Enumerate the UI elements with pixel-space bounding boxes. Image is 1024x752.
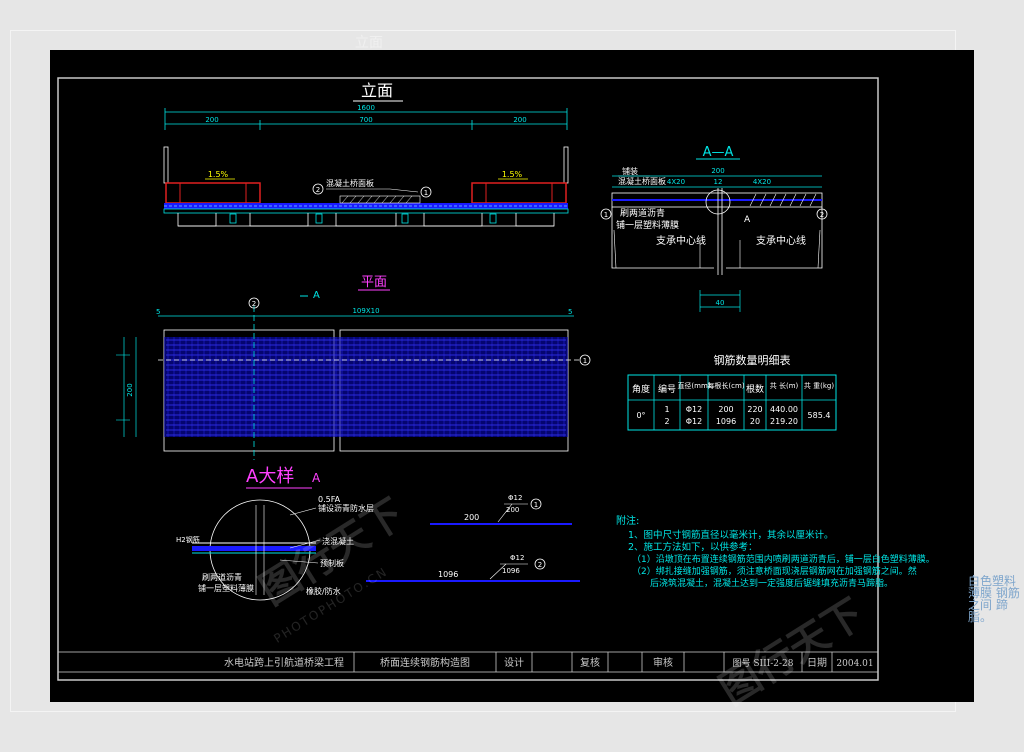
table-cell: 1096 <box>716 417 736 426</box>
th-angle: 角度 <box>632 383 650 395</box>
section-aa-title: A—A <box>703 145 734 160</box>
plan-height: 200 <box>126 383 134 396</box>
elevation-total-dim: 1600 <box>357 104 375 112</box>
elevation-view: 立面 1600 200 700 200 1.5% 1.5% <box>163 81 569 227</box>
section-aa-left: 4X20 <box>667 178 685 186</box>
th-total-length: 共 长(m) <box>770 381 799 390</box>
th-diameter: 直径(mm) <box>677 381 710 390</box>
note-line-1: 2、施工方法如下，以供参考： <box>628 541 758 553</box>
bar1-mark: 1 <box>534 501 538 509</box>
elevation-callout: 混凝土桥面板 <box>326 178 374 188</box>
th-total-weight: 共 重(kg) <box>804 381 834 390</box>
th-each-length: 每根长(cm) <box>707 381 744 390</box>
plan-left-end: 5 <box>156 308 160 316</box>
th-count: 根数 <box>746 383 764 395</box>
table-cell: 219.20 <box>770 417 798 426</box>
elevation-dim-left: 200 <box>205 116 218 124</box>
detail-label-5: 铺一层塑料薄膜 <box>198 583 254 593</box>
detail-a: A大样 A 0.5FA 铺设沥青防水层 浇混凝土 预制板 刷两道沥青 铺一层塑料… <box>176 466 580 601</box>
table-cell: 0° <box>636 411 645 420</box>
tb-date-label: 日期 <box>807 657 827 669</box>
plan-view: 平面 A 109X10 5 5 2 1 200 <box>116 275 591 460</box>
detail-label-1: 铺设沥青防水层 <box>318 503 374 513</box>
bar1-len: 200 <box>506 506 519 514</box>
table-cell: Φ12 <box>686 417 702 426</box>
elevation-dim-mid: 700 <box>359 116 372 124</box>
tb-design: 设计 <box>504 656 524 669</box>
detail-title: A大样 <box>246 466 294 487</box>
background-title: 立面 <box>355 35 383 51</box>
table-cell: 20 <box>750 417 760 426</box>
detail-title-suffix: A <box>312 471 321 485</box>
bar2-mark: 2 <box>538 561 542 569</box>
table-cell: 2 <box>664 417 669 426</box>
plan-right-end: 5 <box>568 308 572 316</box>
plan-mark-2: 2 <box>252 300 256 308</box>
section-aa-film: 铺一层塑料薄膜 <box>616 219 679 231</box>
rebar-table: 钢筋数量明细表 角度 编号 直径(mm) 每根长(cm) 根数 共 长(m) 共… <box>627 353 837 431</box>
plan-section-mark: A <box>313 290 320 301</box>
section-aa-right-axis: 支承中心线 <box>756 234 806 247</box>
bar2-len: 1096 <box>502 567 520 575</box>
overflow-note-text: 白色塑料薄膜 钢筋之间 蹄脂。 <box>968 575 1020 623</box>
detail-label-3: 预制板 <box>320 558 344 568</box>
elevation-title: 立面 <box>361 81 393 100</box>
section-aa-bottom: 40 <box>716 299 725 307</box>
elevation-mark-2: 2 <box>316 186 320 194</box>
note-line-0: 1、图中尺寸钢筋直径以毫米计，其余以厘米计。 <box>628 529 834 541</box>
section-aa-mark-1: 1 <box>604 211 608 219</box>
slope-right: 1.5% <box>502 170 523 179</box>
section-aa-paint: 刷两道沥青 <box>620 207 665 219</box>
plan-rebar-grid <box>166 337 566 437</box>
section-aa-note-top: 铺装 <box>622 166 638 176</box>
plan-total: 109X10 <box>352 307 379 315</box>
tb-number: 图号 SIII-2-28 <box>733 658 794 669</box>
bar2-dim: 1096 <box>438 570 458 579</box>
cad-drawing: 立面 1600 200 700 200 1.5% 1.5% <box>57 77 935 681</box>
th-number: 编号 <box>658 383 676 395</box>
rebar-table-title: 钢筋数量明细表 <box>714 353 791 367</box>
detail-label-4: 刷两道沥青 <box>202 572 242 582</box>
elevation-mark-1: 1 <box>424 189 428 197</box>
tb-audit: 审核 <box>653 656 673 669</box>
table-cell: Φ12 <box>686 405 702 414</box>
title-block: 水电站跨上引航道桥梁工程 桥面连续钢筋构造图 设计 复核 审核 图号 SIII-… <box>57 651 879 673</box>
tb-drawing: 桥面连续钢筋构造图 <box>380 656 470 669</box>
section-aa-note-top2: 混凝土桥面板 <box>618 176 666 186</box>
section-aa-mid: 12 <box>714 178 723 186</box>
section-aa-left-axis: 支承中心线 <box>656 234 706 247</box>
tb-review: 复核 <box>580 656 600 669</box>
notes: 附注: 1、图中尺寸钢筋直径以毫米计，其余以厘米计。 2、施工方法如下，以供参考… <box>616 514 935 589</box>
inner-frame <box>57 77 879 681</box>
bar1-dim: 200 <box>464 513 479 522</box>
plan-title: 平面 <box>361 275 387 290</box>
drawing-sheet: 立面 1600 200 700 200 1.5% 1.5% <box>50 50 974 714</box>
bar2-dia: Φ12 <box>510 554 524 562</box>
table-cell: 220 <box>747 405 762 414</box>
bar1-dia: Φ12 <box>508 494 522 502</box>
section-aa-right: 4X20 <box>753 178 771 186</box>
note-line-4: 后浇筑混凝土，混凝土达到一定强度后锯缝填充沥青马蹄脂。 <box>650 577 893 589</box>
table-cell: 585.4 <box>808 411 831 420</box>
section-aa: A—A 铺装 混凝土桥面板 200 4X20 12 4X20 刷两道沥青 铺一层… <box>600 145 828 312</box>
table-cell: 200 <box>718 405 733 414</box>
notes-title: 附注: <box>616 514 639 527</box>
tb-date: 2004.01 <box>836 659 873 669</box>
section-aa-a: A <box>744 215 751 225</box>
elevation-dim-right: 200 <box>513 116 526 124</box>
table-cell: 1 <box>664 405 669 414</box>
tb-project: 水电站跨上引航道桥梁工程 <box>224 656 344 669</box>
note-line-2: （1）沿墩顶在布置连续钢筋范围内喷刷两道沥青后，铺一层白色塑料薄膜。 <box>632 553 935 565</box>
slope-left: 1.5% <box>208 170 229 179</box>
detail-label-0: 0.5FA <box>318 495 341 504</box>
section-aa-mark-2: 2 <box>820 211 824 219</box>
plan-mark-1: 1 <box>583 357 587 365</box>
section-aa-total: 200 <box>711 167 724 175</box>
table-cell: 440.00 <box>770 405 798 414</box>
detail-label-2: 浇混凝土 <box>322 536 354 546</box>
detail-label-7: H2钢筋 <box>176 535 200 544</box>
detail-label-6: 橡胶/防水 <box>306 586 341 596</box>
note-line-3: （2）绑扎接缝加强钢筋，须注意桥面现浇层钢筋网在加强钢筋之间。然 <box>632 565 917 577</box>
